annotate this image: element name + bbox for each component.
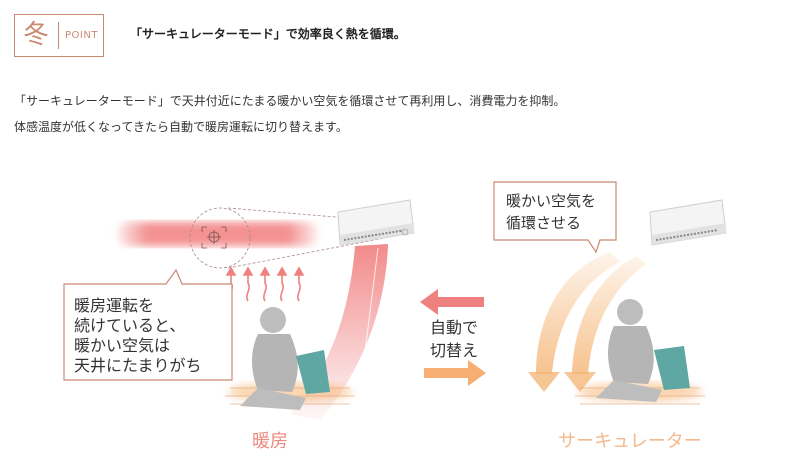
heating-scene: 暖房運転を 続けていると、 暖かい空気は 天井にたまりがち 暖房	[63, 199, 415, 452]
rising-heat-arrows	[225, 266, 305, 302]
headline: 「サーキュレーターモード」で効率良く熱を循環。	[130, 27, 406, 41]
switch-line-2: 切替え	[430, 341, 478, 360]
arrow-to-heating-head	[420, 289, 438, 315]
heating-callout-line-4: 天井にたまりがち	[74, 356, 202, 375]
heating-callout-bubble	[63, 268, 233, 381]
arrow-to-circulator-body	[424, 368, 470, 378]
magnifier	[189, 207, 396, 269]
circulator-airflow-2	[572, 256, 646, 374]
winter-kanji: 冬	[22, 20, 49, 50]
air-conditioner-right	[649, 199, 727, 246]
description-line-1: 「サーキュレーターモード」で天井付近にたまる暖かい空気を循環させて再利用し、消費…	[14, 94, 566, 108]
circulator-airflow-1	[536, 252, 620, 374]
circulator-caption: サーキュレーター	[558, 431, 702, 452]
circulator-callout-line-1: 暖かい空気を	[506, 192, 596, 210]
description-line-2: 体感温度が低くなってきたら自動で暖房運転に切り替えます。	[14, 120, 348, 134]
person-left	[240, 307, 330, 410]
heating-caption: 暖房	[252, 431, 288, 452]
circulator-callout-bubble	[493, 181, 617, 254]
person-right	[596, 299, 690, 402]
illustration: 暖房運転を 続けていると、 暖かい空気は 天井にたまりがち 暖房 自動で 切替え…	[63, 181, 727, 452]
heating-callout-line-2: 続けていると、	[74, 316, 185, 335]
switch-line-1: 自動で	[430, 318, 478, 337]
circulator-scene: 暖かい空気を 循環させる サーキュレーター	[493, 181, 727, 452]
badge-divider	[58, 22, 59, 49]
heating-callout-line-3: 暖かい空気は	[74, 336, 170, 355]
arrow-to-circulator-head	[468, 360, 486, 386]
heating-airflow	[290, 244, 388, 420]
circulator-callout-line-2: 循環させる	[506, 214, 581, 232]
heating-callout-line-1: 暖房運転を	[74, 296, 154, 315]
arrow-to-heating-body	[436, 297, 484, 307]
point-badge: 冬 POINT	[14, 14, 104, 57]
point-label: POINT	[65, 30, 98, 41]
auto-switch: 自動で 切替え	[420, 289, 486, 386]
air-conditioner-left	[337, 199, 415, 246]
